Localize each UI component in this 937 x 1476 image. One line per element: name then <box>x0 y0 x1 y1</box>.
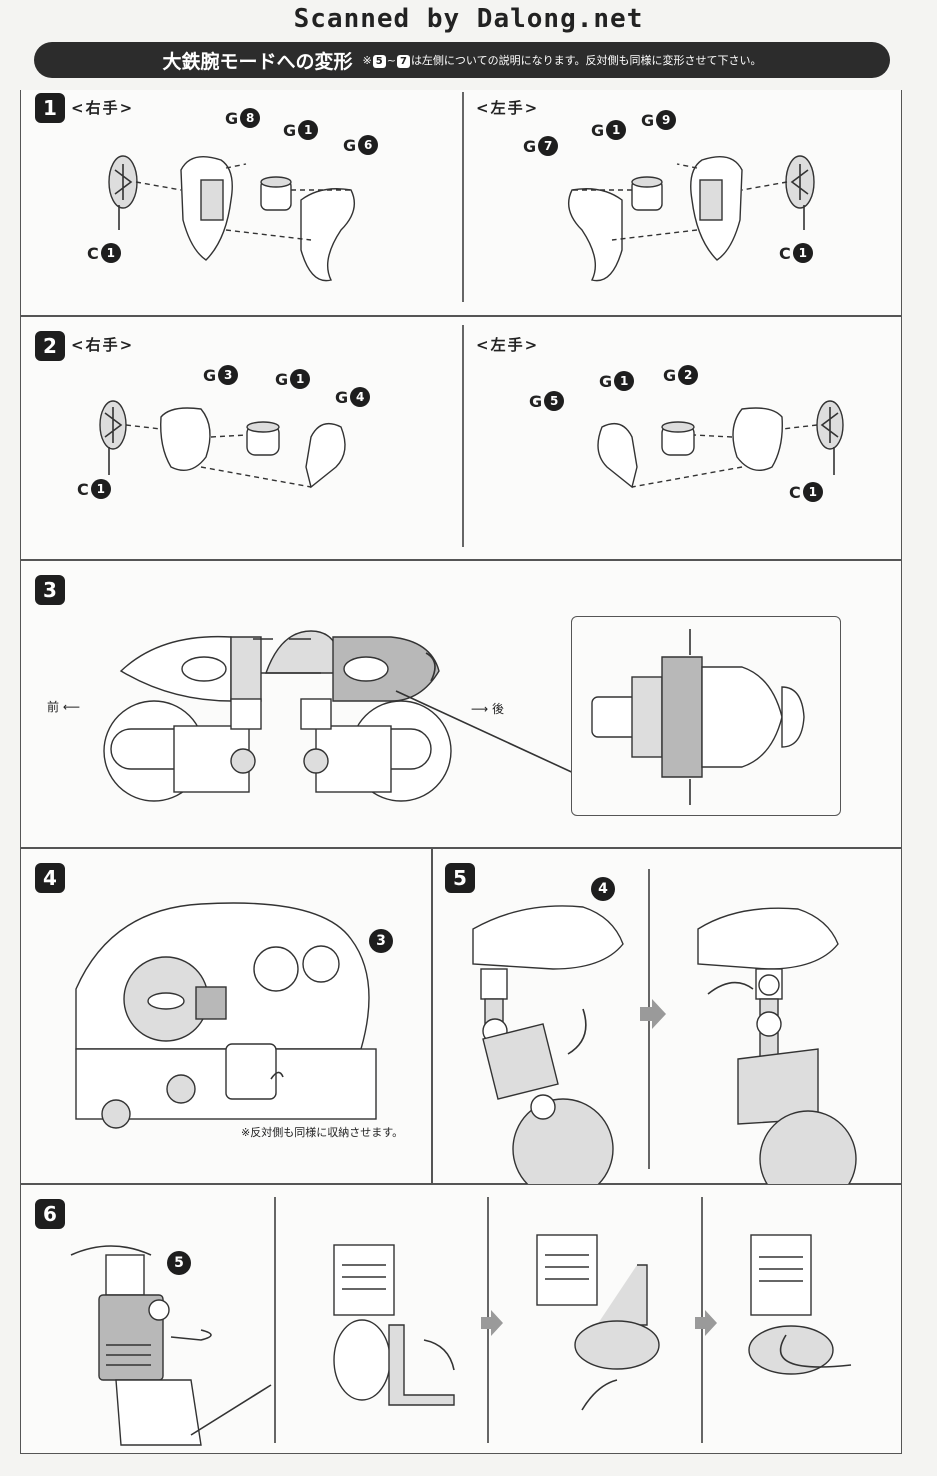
note-to-badge: 7 <box>396 55 410 68</box>
step-3-detail-panel <box>571 616 841 816</box>
step-5-panel: 5 4 <box>432 848 902 1208</box>
step-2-left-hand-illustration <box>597 400 844 489</box>
step-4-ref-badge: 3 <box>369 929 393 953</box>
step-1-right-hand-illustration <box>108 155 355 282</box>
step-5-after-illustration <box>697 907 857 1208</box>
scan-credit: Scanned by Dalong.net <box>293 4 644 34</box>
step-5-next-arrow <box>640 999 666 1029</box>
step-6-divider-1 <box>274 1197 276 1443</box>
direction-back: ⟶ 後 <box>471 702 505 716</box>
step-6-badge: 6 <box>35 1199 65 1229</box>
step-6-illustration-1 <box>70 1245 272 1446</box>
note-from-badge: 5 <box>372 55 386 68</box>
step-1-divider <box>462 92 464 302</box>
step-1-right-hand-label: <右手> <box>71 99 135 117</box>
note-text: は左側についての説明になります。反対側も同様に変形させて下さい。 <box>410 54 762 67</box>
step-2-right-hand-illustration <box>99 400 346 489</box>
step-2-right-hand-label: <右手> <box>71 336 135 354</box>
note-sep: ~ <box>386 54 396 67</box>
step-6-next-arrow-1 <box>481 1310 503 1336</box>
step-4-panel: 4 3 ※反対側も同様に収納させます。 <box>20 848 432 1184</box>
header-title: 大鉄腕モードへの変形 <box>162 50 353 73</box>
step-3-badge: 3 <box>35 575 65 605</box>
step-6-ref-badge: 5 <box>167 1251 191 1275</box>
direction-front: 前 ⟵ <box>47 700 81 714</box>
step-6-illustration-3 <box>536 1234 660 1411</box>
step-5-ref-badge: 4 <box>591 877 615 901</box>
step-6-illustration-2 <box>333 1244 455 1406</box>
step-6-panel: 6 5 <box>20 1184 902 1454</box>
step-5-before-illustration <box>472 905 624 1200</box>
step-1-badge: 1 <box>35 93 65 123</box>
step-2-left-hand-label: <左手> <box>476 336 540 354</box>
step-6-illustration-4 <box>748 1234 852 1375</box>
step-3-detail-illustration <box>591 629 805 805</box>
step-3-panel: 3 前 ⟵ ⟶ 後 <box>20 560 902 848</box>
step-6-next-arrow-2 <box>695 1310 717 1336</box>
step-2-divider <box>462 325 464 547</box>
step-4-badge: 4 <box>35 863 65 893</box>
note-prefix: ※ <box>362 54 372 67</box>
step-5-badge: 5 <box>445 863 475 893</box>
step-1-left-hand-illustration <box>568 155 815 282</box>
step-3-vehicle-illustration <box>103 630 592 802</box>
step-2-badge: 2 <box>35 331 65 361</box>
step-1-left-hand-label: <左手> <box>476 99 540 117</box>
step-4-note: ※反対側も同様に収納させます。 <box>241 1126 404 1139</box>
step-4-illustration <box>75 902 377 1129</box>
